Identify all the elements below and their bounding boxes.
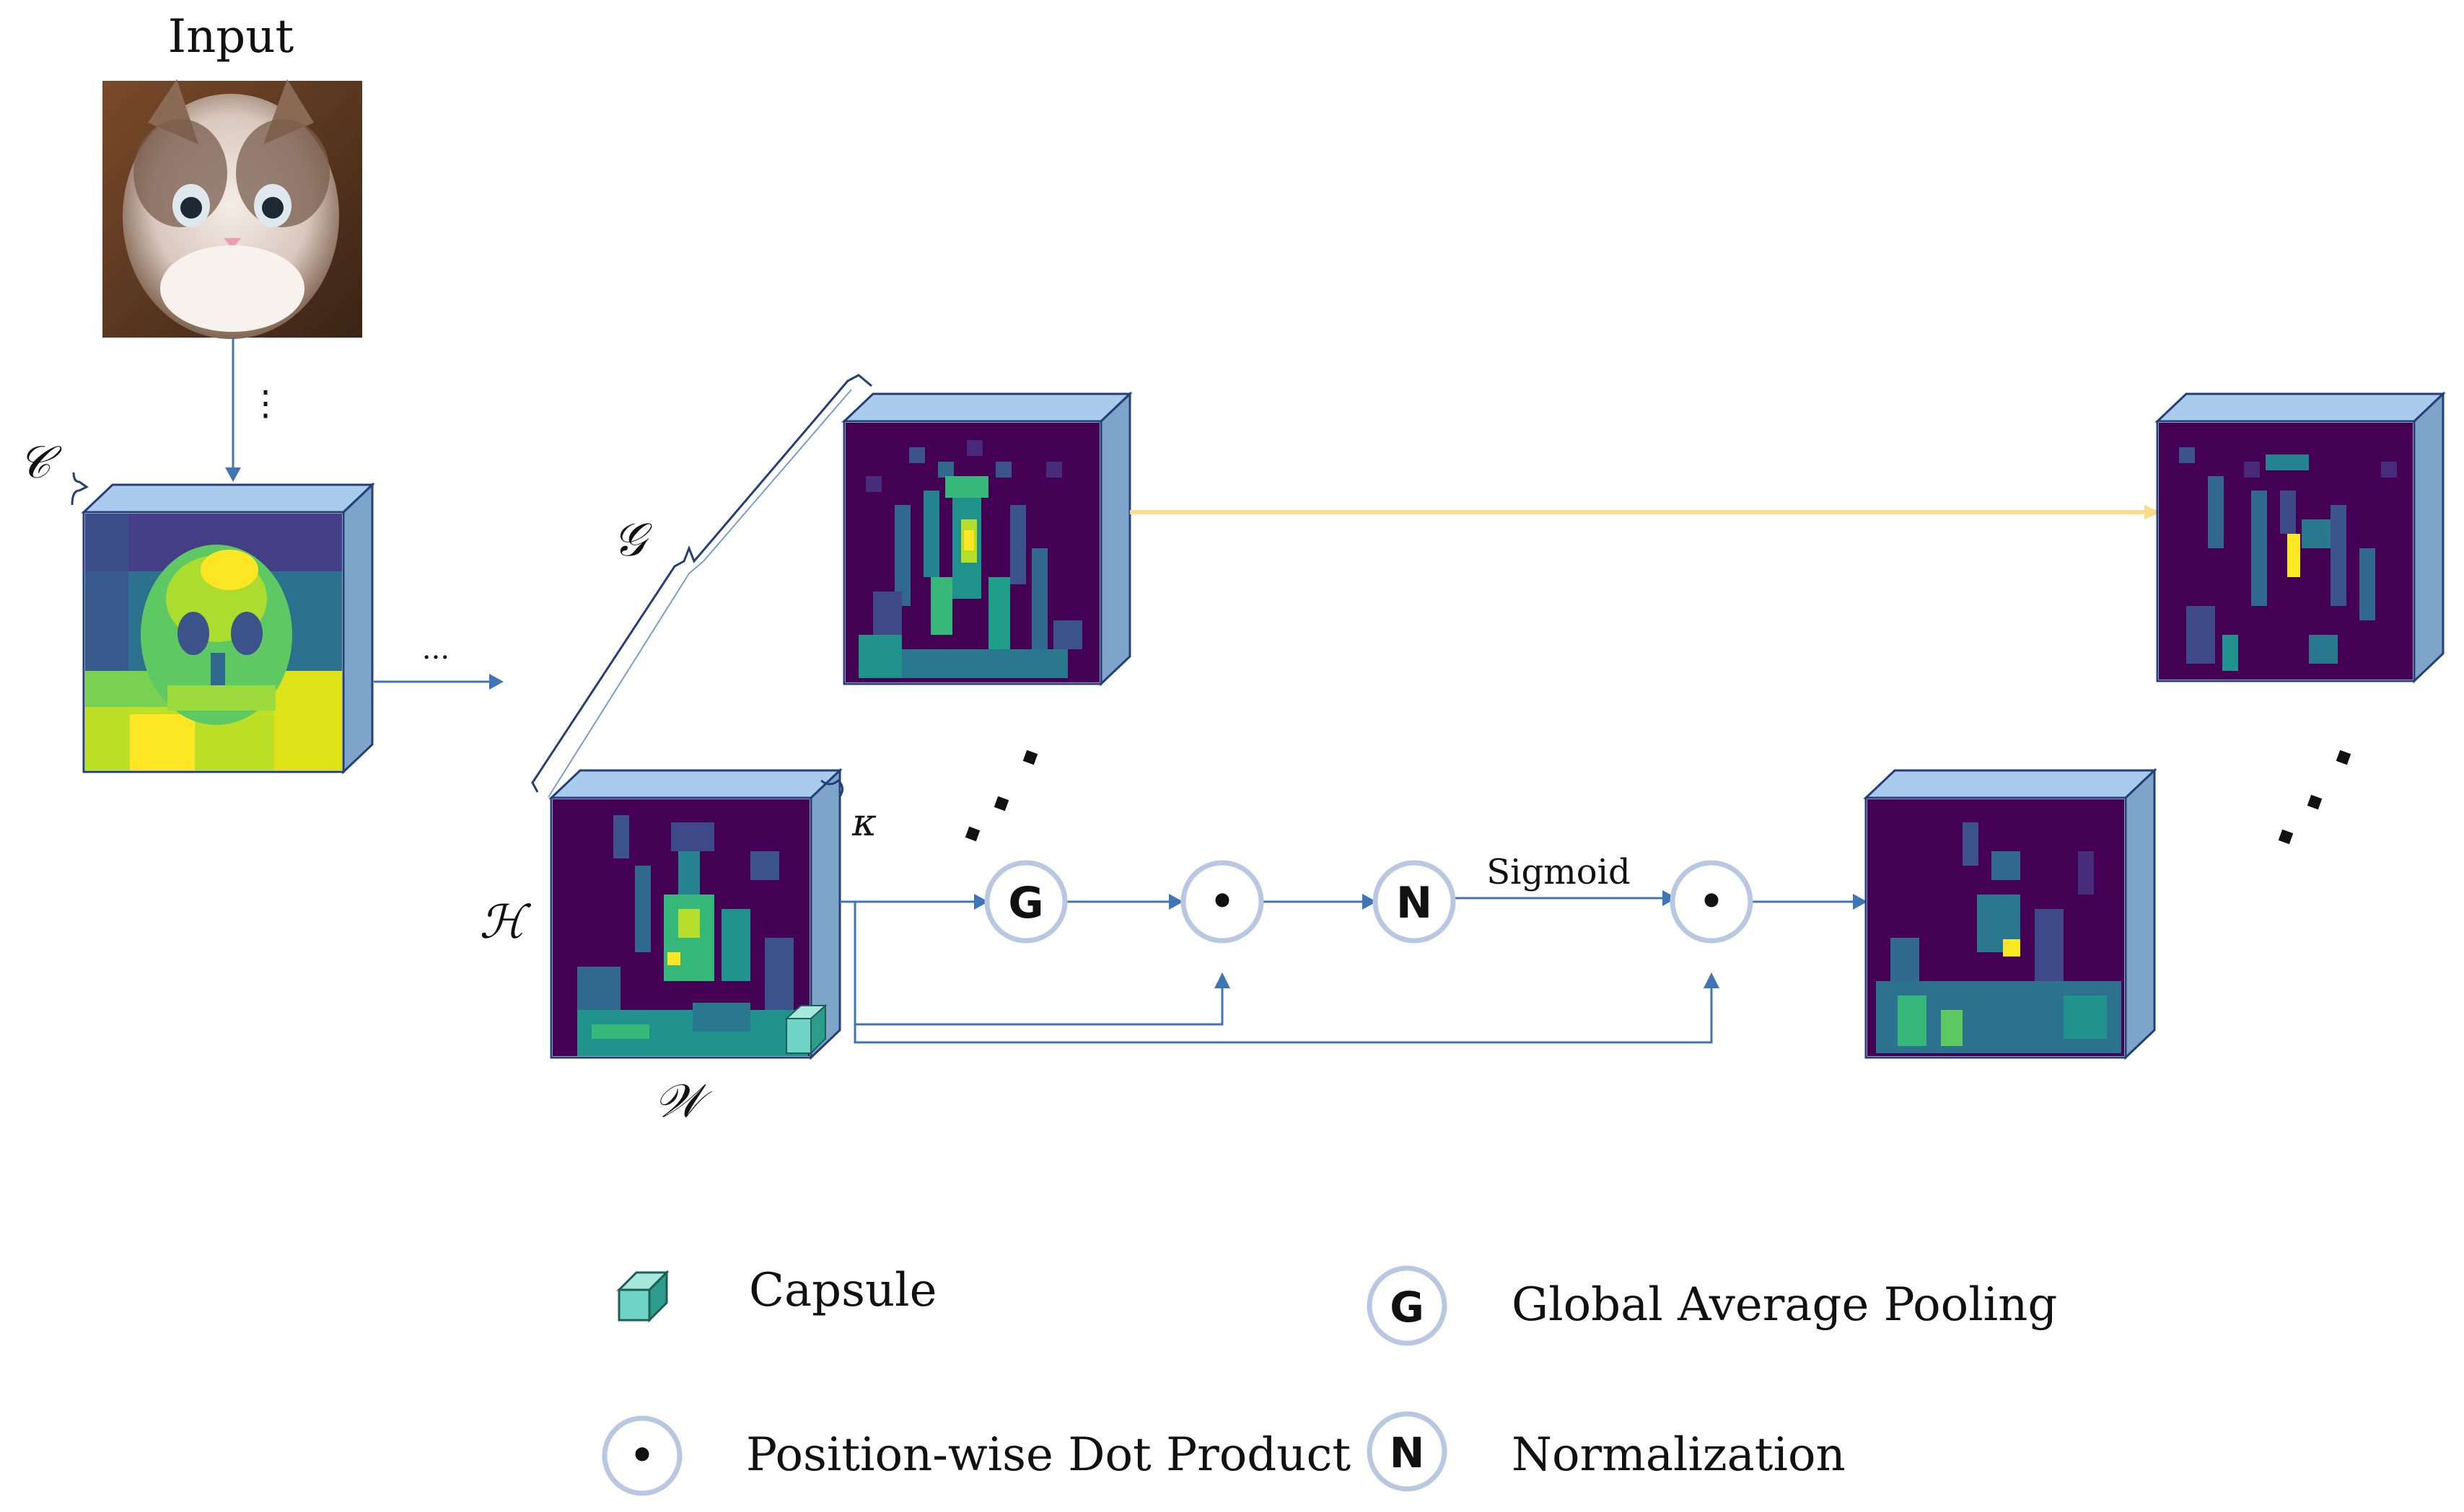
gap-operator-letter: G	[1008, 878, 1043, 928]
legend-dot-label: Position-wise Dot Product	[746, 1428, 1351, 1482]
vertical-ellipsis: ⋮	[248, 383, 283, 423]
norm-operator: N	[1372, 860, 1456, 944]
dot-operator-first-symbol: •	[1210, 879, 1235, 924]
legend-gap-label: Global Average Pooling	[1512, 1278, 2057, 1332]
legend-capsule-label: Capsule	[749, 1264, 937, 1317]
output-cube-top	[2154, 391, 2446, 684]
legend-capsule-icon	[616, 1270, 670, 1323]
kappa-symbol: κ	[851, 801, 877, 845]
legend-gap-icon: G	[1367, 1265, 1447, 1346]
capsule-marker	[784, 1003, 828, 1055]
height-symbol: ℋ	[479, 896, 531, 949]
diagonal-ellipsis-right	[2278, 750, 2351, 845]
group-feature-cube-top	[841, 391, 1133, 687]
input-label: Input	[168, 10, 294, 63]
legend-gap-icon-letter: G	[1390, 1283, 1424, 1332]
horizontal-ellipsis: ···	[422, 641, 450, 674]
legend-dot-icon-symbol: •	[630, 1433, 655, 1478]
group-brace	[531, 374, 872, 793]
width-symbol: 𝒲	[654, 1075, 712, 1128]
dot-operator-second-symbol: •	[1699, 879, 1724, 924]
output-heatmap-bottom	[1867, 799, 2124, 1056]
sigmoid-label: Sigmoid	[1486, 852, 1630, 892]
input-cat-image	[102, 79, 362, 339]
dot-operator-first: •	[1180, 860, 1264, 944]
group-heatmap-bottom	[553, 799, 810, 1056]
group-feature-cube-bottom	[548, 768, 843, 1060]
legend: Capsule • Position-wise Dot Product G Gl…	[602, 1264, 2057, 1496]
group-heatmap-top	[846, 423, 1100, 682]
channel-symbol: 𝒞	[18, 436, 62, 488]
group-symbol: 𝒢	[613, 514, 652, 567]
legend-dot-icon: •	[602, 1415, 683, 1496]
norm-operator-letter: N	[1396, 878, 1432, 928]
output-heatmap-top	[2159, 423, 2413, 680]
legend-norm-label: Normalization	[1512, 1428, 1846, 1482]
legend-norm-icon-letter: N	[1390, 1428, 1425, 1477]
diagonal-ellipsis-middle	[965, 750, 1038, 842]
dot-operator-second: •	[1670, 860, 1753, 944]
legend-norm-icon: N	[1367, 1411, 1447, 1492]
output-cube-bottom	[1863, 768, 2157, 1060]
gap-operator: G	[984, 860, 1068, 944]
feature-map-heatmap	[85, 514, 342, 770]
feature-map-cube	[81, 482, 375, 775]
